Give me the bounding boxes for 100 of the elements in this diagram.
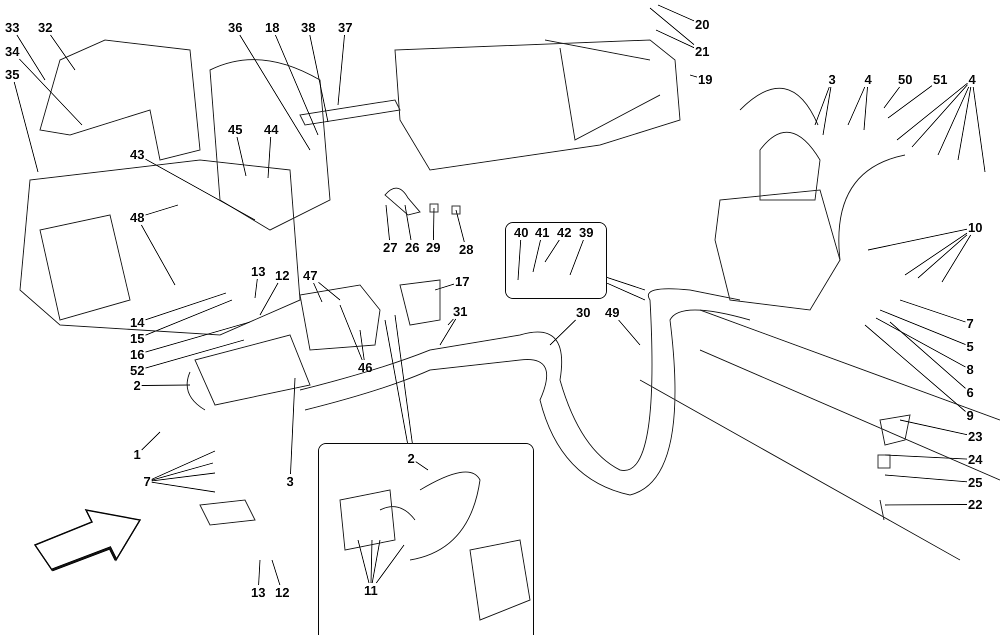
leader-line [606,282,646,300]
leader-line [384,320,408,444]
callout-number: 32 [37,20,54,35]
leader-line [884,454,968,460]
callout-number: 19 [697,72,714,87]
leader-line [650,8,694,46]
leader-line [290,378,296,474]
leader-line [876,318,966,368]
callout-number: 51 [932,72,948,87]
callout-number: 2 [406,451,416,466]
callout-number: 14 [129,315,146,330]
leader-line [958,86,972,160]
callout-number: 50 [897,72,914,87]
leader-line [544,240,560,262]
callout-number: 9 [966,408,975,423]
leader-line [151,472,216,482]
leader-line [376,544,404,584]
callout-number: 6 [966,385,975,400]
leader-line [145,158,256,220]
leader-line [822,86,832,136]
leader-line [434,284,454,290]
leader-line [918,234,968,278]
callout-number: 27 [382,240,398,255]
callout-number: 46 [357,360,374,375]
leader-line [550,320,576,346]
callout-number: 7 [966,316,975,331]
leader-line [145,340,244,369]
callout-number: 1 [132,447,142,462]
leader-line [884,86,900,108]
leader-line [904,232,968,276]
leader-line [868,228,968,250]
callout-number: 12 [274,268,290,283]
leader-line [145,322,250,353]
leader-line [370,540,372,584]
leader-line [258,560,260,586]
leader-line [656,30,694,48]
leader-line [239,34,310,150]
leader-line [360,330,365,360]
leader-line [309,34,328,122]
callout-number: 4 [968,72,977,87]
callout-number: 31 [452,304,468,319]
leader-line [236,136,246,176]
leader-line [880,310,966,346]
leader-line [896,82,968,140]
callout-number: 10 [967,220,984,235]
leader-line [140,224,176,286]
callout-number: 16 [129,347,146,362]
leader-line [151,450,216,480]
leader-line [942,234,972,282]
leader-line [151,482,216,492]
leader-line [16,34,46,80]
leader-line [338,34,345,106]
callout-number: 7 [142,474,152,489]
leader-line [340,304,363,360]
leader-line [658,4,694,22]
leader-line [900,420,968,436]
leader-line [456,210,465,242]
leader-line [415,461,428,470]
callout-number: 28 [458,242,474,257]
leader-line [145,204,178,216]
leader-line [274,34,318,136]
leader-line [268,136,272,178]
leader-line [151,462,214,481]
callout-number: 4 [864,72,873,87]
leader-line [254,278,258,298]
callout-number: 38 [300,20,316,35]
callout-number: 3 [286,474,295,489]
detail-inset [318,443,534,635]
leader-line [18,58,82,126]
callout-number: 44 [263,122,280,137]
callout-number: 36 [227,20,244,35]
callout-number: 2 [132,378,142,393]
leader-line [618,320,640,346]
callout-number: 18 [264,20,280,35]
leader-line [358,540,370,584]
leader-line [606,276,646,290]
leader-line [386,204,390,240]
callout-number: 21 [694,44,710,59]
leader-line [884,504,968,506]
callout-number: 17 [454,274,470,289]
leader-line [890,322,966,389]
callout-number: 29 [425,240,442,255]
callout-number: 8 [966,362,975,377]
leader-line [518,240,522,280]
callout-number: 47 [302,268,318,283]
leader-line [814,86,830,126]
leader-line [14,82,38,172]
callout-number: 20 [694,17,710,32]
leader-line [272,560,280,586]
callout-number: 45 [227,122,244,137]
leader-line [141,432,160,450]
detail-inset [505,222,607,299]
callout-number: 37 [337,20,354,35]
callout-number: 13 [250,585,266,600]
leader-line [260,282,278,316]
leader-line [318,282,340,300]
callout-number: 22 [967,497,984,512]
callout-number: 30 [575,305,592,320]
callout-number: 52 [129,363,146,378]
leader-line [50,34,76,70]
